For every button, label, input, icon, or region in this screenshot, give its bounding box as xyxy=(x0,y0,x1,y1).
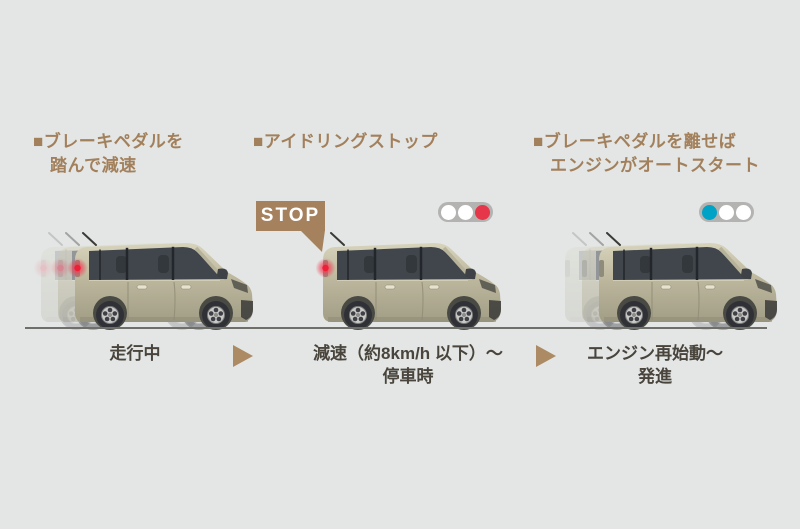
brake-light-glow xyxy=(67,258,88,278)
step3-heading: ■ブレーキペダルを離せば エンジンがオートスタート xyxy=(533,130,760,178)
arrow-right-icon xyxy=(536,345,556,367)
step3-heading-line1: ■ブレーキペダルを離せば xyxy=(533,132,737,151)
step1-caption-line1: 走行中 xyxy=(109,344,161,363)
step1-caption: 走行中 xyxy=(30,342,240,365)
kei-car-icon xyxy=(67,232,255,332)
car-illustration-step3 xyxy=(563,232,779,332)
step3-heading-line2: エンジンがオートスタート xyxy=(550,156,760,175)
signal-lamp-red xyxy=(475,204,490,220)
step1-heading-line2: 踏んで減速 xyxy=(50,156,137,175)
step2-heading: ■アイドリングストップ xyxy=(253,130,438,154)
step2-caption-line1: 減速（約8km/h 以下）～ xyxy=(313,344,503,363)
stop-badge: STOP xyxy=(256,201,325,231)
step3-caption-line1: エンジン再始動～ xyxy=(587,344,723,363)
traffic-signal-red-icon xyxy=(438,202,493,222)
brake-light-glow xyxy=(315,258,336,278)
step3-caption-line2: 発進 xyxy=(638,367,672,386)
traffic-signal-blue-icon xyxy=(699,202,754,222)
signal-lamp-off xyxy=(736,204,751,220)
stop-badge-tail-icon xyxy=(300,230,325,252)
step1-heading: ■ブレーキペダルを 踏んで減速 xyxy=(33,130,184,178)
kei-car-icon xyxy=(597,232,779,332)
step2-caption-line2: 停車時 xyxy=(382,367,434,386)
step2-caption: 減速（約8km/h 以下）～ 停車時 xyxy=(288,342,528,388)
car-illustration-step1 xyxy=(33,232,255,332)
signal-lamp-off xyxy=(719,204,734,220)
car-illustration-step2 xyxy=(315,232,503,332)
step1-heading-line1: ■ブレーキペダルを xyxy=(33,132,184,151)
step3-caption: エンジン再始動～ 発進 xyxy=(550,342,760,388)
ground-line xyxy=(25,327,767,329)
step2-heading-line1: ■アイドリングストップ xyxy=(253,132,438,151)
signal-lamp-off xyxy=(441,204,456,220)
kei-car-icon xyxy=(315,232,503,332)
signal-lamp-blue xyxy=(702,204,717,220)
arrow-right-icon xyxy=(233,345,253,367)
signal-lamp-off xyxy=(458,204,473,220)
